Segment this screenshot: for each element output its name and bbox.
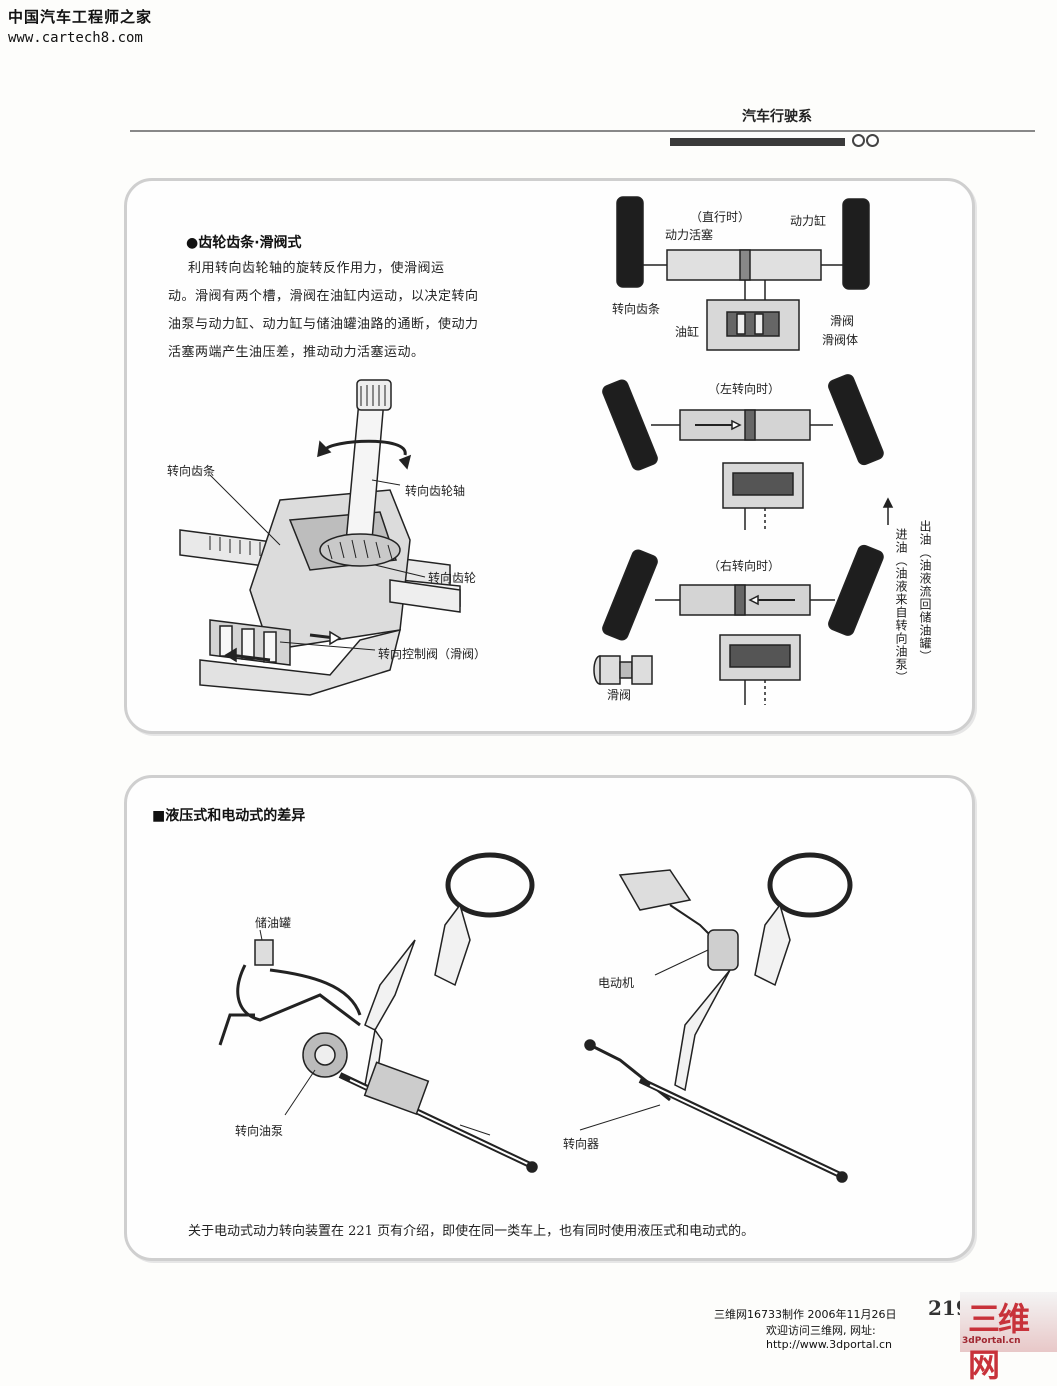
para-line-2: 动。滑阀有两个槽，滑阀在油缸内运动，以决定转向 (168, 289, 479, 304)
header-dot-2 (866, 134, 879, 147)
electric-steering-illustration (579, 852, 853, 1183)
diag-valve-body: 滑阀体 (822, 333, 859, 347)
label-reservoir: 储油罐 (255, 916, 292, 930)
diag-left-turn: （左转向时） (708, 382, 781, 396)
label-pump: 转向油泵 (235, 1124, 284, 1138)
diag-right-turn: （右转向时） (708, 559, 781, 573)
header-bar (670, 138, 845, 146)
para-line-3: 油泵与动力缸、动力缸与储油罐油路的通断，使动力 (168, 317, 479, 332)
rack-pinion-illustration (179, 379, 461, 696)
para-line-1: 利用转向齿轮轴的旋转反作用力，使滑阀运 (188, 261, 445, 276)
diag-slide-valve: 滑阀 (830, 314, 855, 328)
label-steering-rack: 转向齿条 (167, 464, 216, 478)
chapter-title: 汽车行驶系 (742, 109, 812, 125)
label-motor: 电动机 (598, 976, 635, 990)
site-watermark-url: www.cartech8.com (8, 30, 143, 46)
section1-title: ●齿轮齿条·滑阀式 (186, 235, 302, 251)
hydraulic-steering-illustration (218, 852, 538, 1173)
diag-oil-cylinder: 油缸 (675, 325, 700, 339)
label-gear: 转向器 (563, 1137, 600, 1151)
logo-subtext: 3dPortal.cn (962, 1336, 1021, 1346)
header-rule (130, 130, 1035, 132)
section1-paragraph: 利用转向齿轮轴的旋转反作用力，使滑阀运 动。滑阀有两个槽，滑阀在油缸内运动，以决… (168, 255, 528, 367)
credit-line-1: 三维网16733制作 2006年11月26日 (714, 1308, 897, 1321)
label-steering-gear: 转向齿轮 (428, 571, 477, 585)
diag-power-cylinder: 动力缸 (790, 214, 827, 228)
site-watermark-name: 中国汽车工程师之家 (8, 8, 153, 26)
header-dot-1 (852, 134, 865, 147)
diag-steering-rack: 转向齿条 (612, 302, 661, 316)
section2-caption: 关于电动式动力转向装置在 221 页有介绍，即使在同一类车上，也有同时使用液压式… (188, 1224, 755, 1239)
section2-title: ■液压式和电动式的差异 (152, 808, 306, 824)
diag-straight: （直行时） (690, 210, 751, 224)
label-control-valve: 转向控制阀（滑阀） (378, 647, 487, 661)
para-line-4: 活塞两端产生油压差，推动动力活塞运动。 (168, 345, 425, 360)
credit-line-2: 欢迎访问三维网, 网址: (766, 1324, 876, 1337)
diag-power-piston: 动力活塞 (665, 228, 714, 242)
site-logo: 三维网 3dPortal.cn (960, 1292, 1057, 1384)
diag-legend-in: 进油（油液来自转向油泵） (894, 528, 908, 684)
diag-legend-out: 出油（油液流回储油罐） (918, 520, 932, 663)
credit-line-3: http://www.3dportal.cn (766, 1338, 893, 1351)
label-steering-gear-shaft: 转向齿轮轴 (405, 484, 466, 498)
valve-operation-diagrams (593, 196, 894, 705)
diag-slide-valve-part: 滑阀 (607, 688, 632, 702)
